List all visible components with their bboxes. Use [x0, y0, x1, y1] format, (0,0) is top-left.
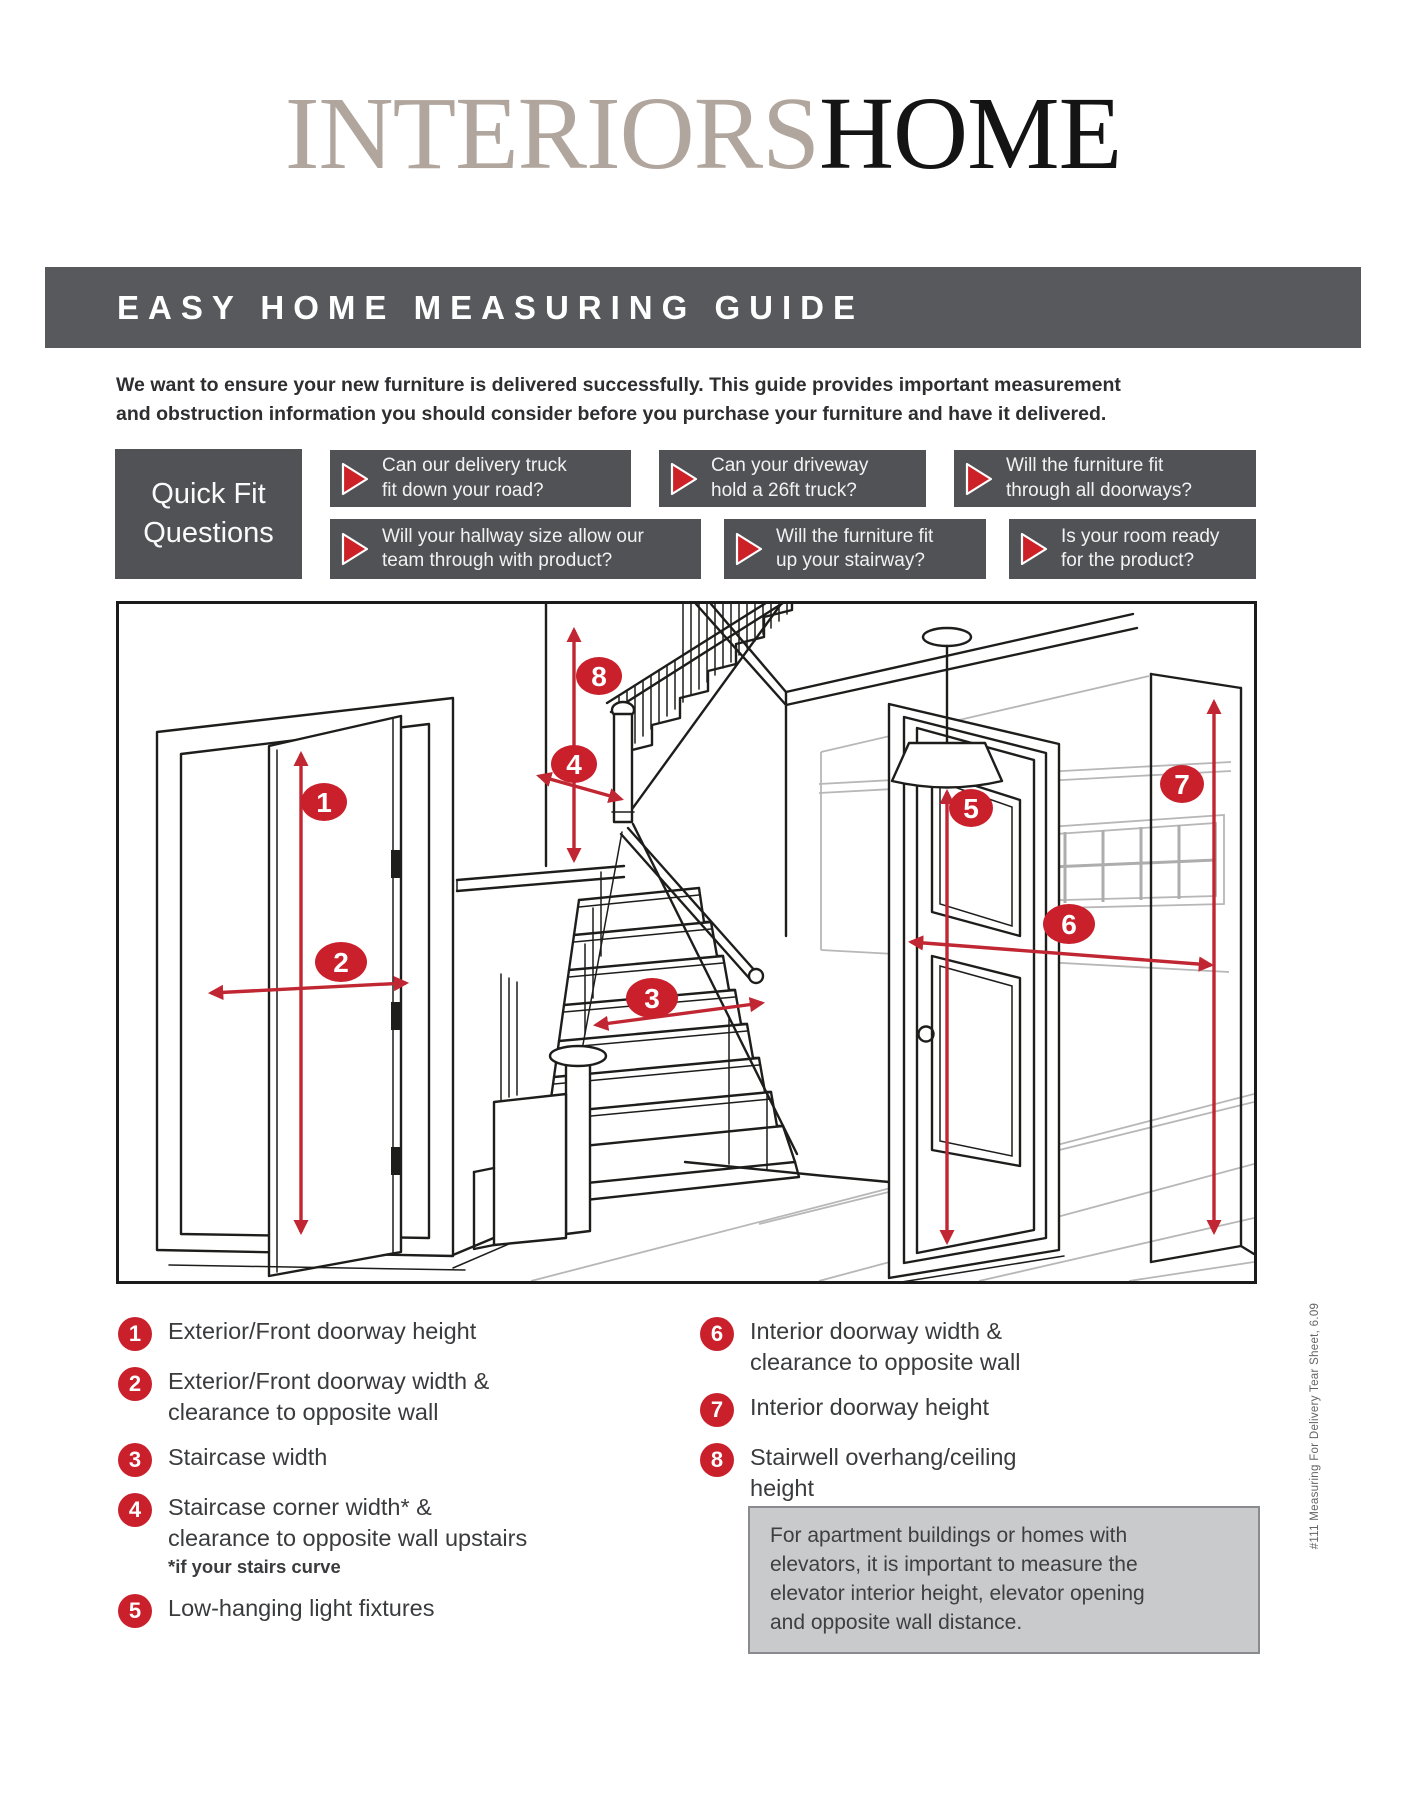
quick-fit-question-4: Will your hallway size allow our team th…	[330, 519, 701, 579]
quick-fit-question-6: Is your room ready for the product?	[1009, 519, 1256, 579]
arrow-6-interior-width	[907, 935, 1215, 972]
measuring-diagram-frame: 1 2 3 4 5 6 7 8	[116, 601, 1257, 1284]
question-text: Will the furniture fit up your stairway?	[776, 525, 934, 571]
arrow-2-door-width	[207, 975, 410, 1001]
callout-number: 7	[1174, 769, 1190, 800]
legend-text: Interior doorway height	[750, 1394, 990, 1421]
question-text: Can our delivery truck fit down your roa…	[382, 455, 567, 501]
legend-number-badge: 1	[118, 1317, 152, 1351]
callout-marker-8: 8	[576, 657, 622, 695]
legend-item-1: 1 Exterior/Front doorway height	[118, 1316, 698, 1351]
callout-number: 2	[333, 947, 349, 978]
legend-item-5: 5 Low-hanging light fixtures	[118, 1593, 698, 1629]
legend-right-column: 6 Interior doorway width & clearance to …	[700, 1316, 1280, 1518]
arrow-3-staircase-width	[592, 997, 766, 1031]
legend-footnote: *if your stairs curve	[168, 1556, 341, 1578]
legend-item-3: 3 Staircase width	[118, 1442, 698, 1478]
legend-left-column: 1 Exterior/Front doorway height 2 Exteri…	[118, 1316, 698, 1643]
intro-paragraph: We want to ensure your new furniture is …	[116, 374, 1121, 426]
legend-text: Exterior/Front doorway height	[168, 1318, 477, 1344]
measuring-diagram: 1 2 3 4 5 6 7 8	[155, 604, 1254, 1281]
page-title: EASY HOME MEASURING GUIDE	[117, 288, 864, 326]
legend-text: Exterior/Front doorway width & clearance…	[168, 1368, 490, 1425]
callout-marker-6: 6	[1043, 904, 1095, 944]
quick-fit-question-3: Will the furniture fit through all doorw…	[954, 450, 1256, 507]
legend-text: Interior doorway width & clearance to op…	[750, 1318, 1021, 1375]
measurement-arrows	[207, 626, 1222, 1246]
callout-number: 8	[591, 661, 607, 692]
page-title-banner: EASY HOME MEASURING GUIDE	[45, 267, 1361, 348]
callout-number: 5	[963, 793, 979, 824]
legend-number-badge: 7	[700, 1393, 734, 1428]
callout-number: 6	[1061, 909, 1077, 940]
legend-number-badge: 8	[700, 1443, 734, 1478]
quick-fit-question-5: Will the furniture fit up your stairway?	[724, 519, 986, 579]
question-text: Will your hallway size allow our team th…	[382, 525, 644, 571]
legend-item-6: 6 Interior doorway width & clearance to …	[700, 1316, 1280, 1377]
quick-fit-questions-label: Quick Fit Questions	[115, 449, 302, 579]
legend-item-4: 4 Staircase corner width* & clearance to…	[118, 1492, 698, 1578]
lower-flight-balustrade	[500, 831, 623, 1101]
legend-number-badge: 3	[118, 1443, 152, 1478]
callout-number: 3	[644, 983, 660, 1014]
quick-fit-question-2: Can your driveway hold a 26ft truck?	[659, 450, 926, 507]
legend-number-badge: 6	[700, 1317, 734, 1351]
callout-marker-1: 1	[301, 783, 347, 821]
callout-number: 1	[316, 787, 332, 818]
callout-number: 4	[566, 749, 582, 780]
play-triangle-icon	[1020, 532, 1048, 566]
lower-newel-post	[472, 1044, 608, 1251]
question-text: Will the furniture fit through all doorw…	[1006, 455, 1192, 501]
play-triangle-icon	[341, 532, 369, 566]
upper-staircase	[605, 604, 794, 755]
quick-fit-question-1: Can our delivery truck fit down your roa…	[330, 450, 631, 507]
document-reference-note: #111 Measuring For Delivery Tear Sheet, …	[1309, 1302, 1321, 1550]
callout-marker-4: 4	[551, 745, 597, 783]
legend-text: Stairwell overhang/ceiling height	[750, 1444, 1017, 1501]
question-text: Can your driveway hold a 26ft truck?	[711, 455, 869, 501]
door-hinge	[391, 850, 400, 878]
play-triangle-icon	[341, 462, 369, 495]
callout-marker-5: 5	[949, 789, 993, 827]
legend-number-badge: 5	[118, 1594, 152, 1629]
play-triangle-icon	[965, 462, 993, 495]
legend-item-2: 2 Exterior/Front doorway width & clearan…	[118, 1366, 698, 1427]
legend-number-badge: 2	[118, 1367, 152, 1401]
question-text: Is your room ready for the product?	[1061, 525, 1220, 571]
legend-item-8: 8 Stairwell overhang/ceiling height	[700, 1442, 1280, 1503]
door-hinge	[391, 1147, 400, 1175]
brand-logo-interiors: INTERIORS	[284, 76, 820, 191]
legend-text: Staircase corner width* & clearance to o…	[168, 1494, 528, 1551]
callout-marker-3: 3	[626, 978, 678, 1018]
play-triangle-icon	[670, 462, 698, 495]
legend-number-badge: 4	[118, 1493, 152, 1528]
legend-text: Low-hanging light fixtures	[168, 1595, 435, 1622]
callout-marker-7: 7	[1160, 765, 1204, 803]
callout-marker-2: 2	[315, 942, 367, 982]
legend-text: Staircase width	[168, 1444, 328, 1471]
pendant-light	[890, 626, 1004, 789]
brand-logo-home: HOME	[818, 76, 1122, 191]
door-hinge	[391, 1002, 400, 1030]
brand-logo: INTERIORSHOME	[0, 82, 1406, 186]
legend-item-7: 7 Interior doorway height	[700, 1392, 1280, 1428]
play-triangle-icon	[735, 532, 763, 566]
elevator-note-box: For apartment buildings or homes with el…	[748, 1506, 1260, 1654]
doorknob	[917, 1025, 935, 1043]
